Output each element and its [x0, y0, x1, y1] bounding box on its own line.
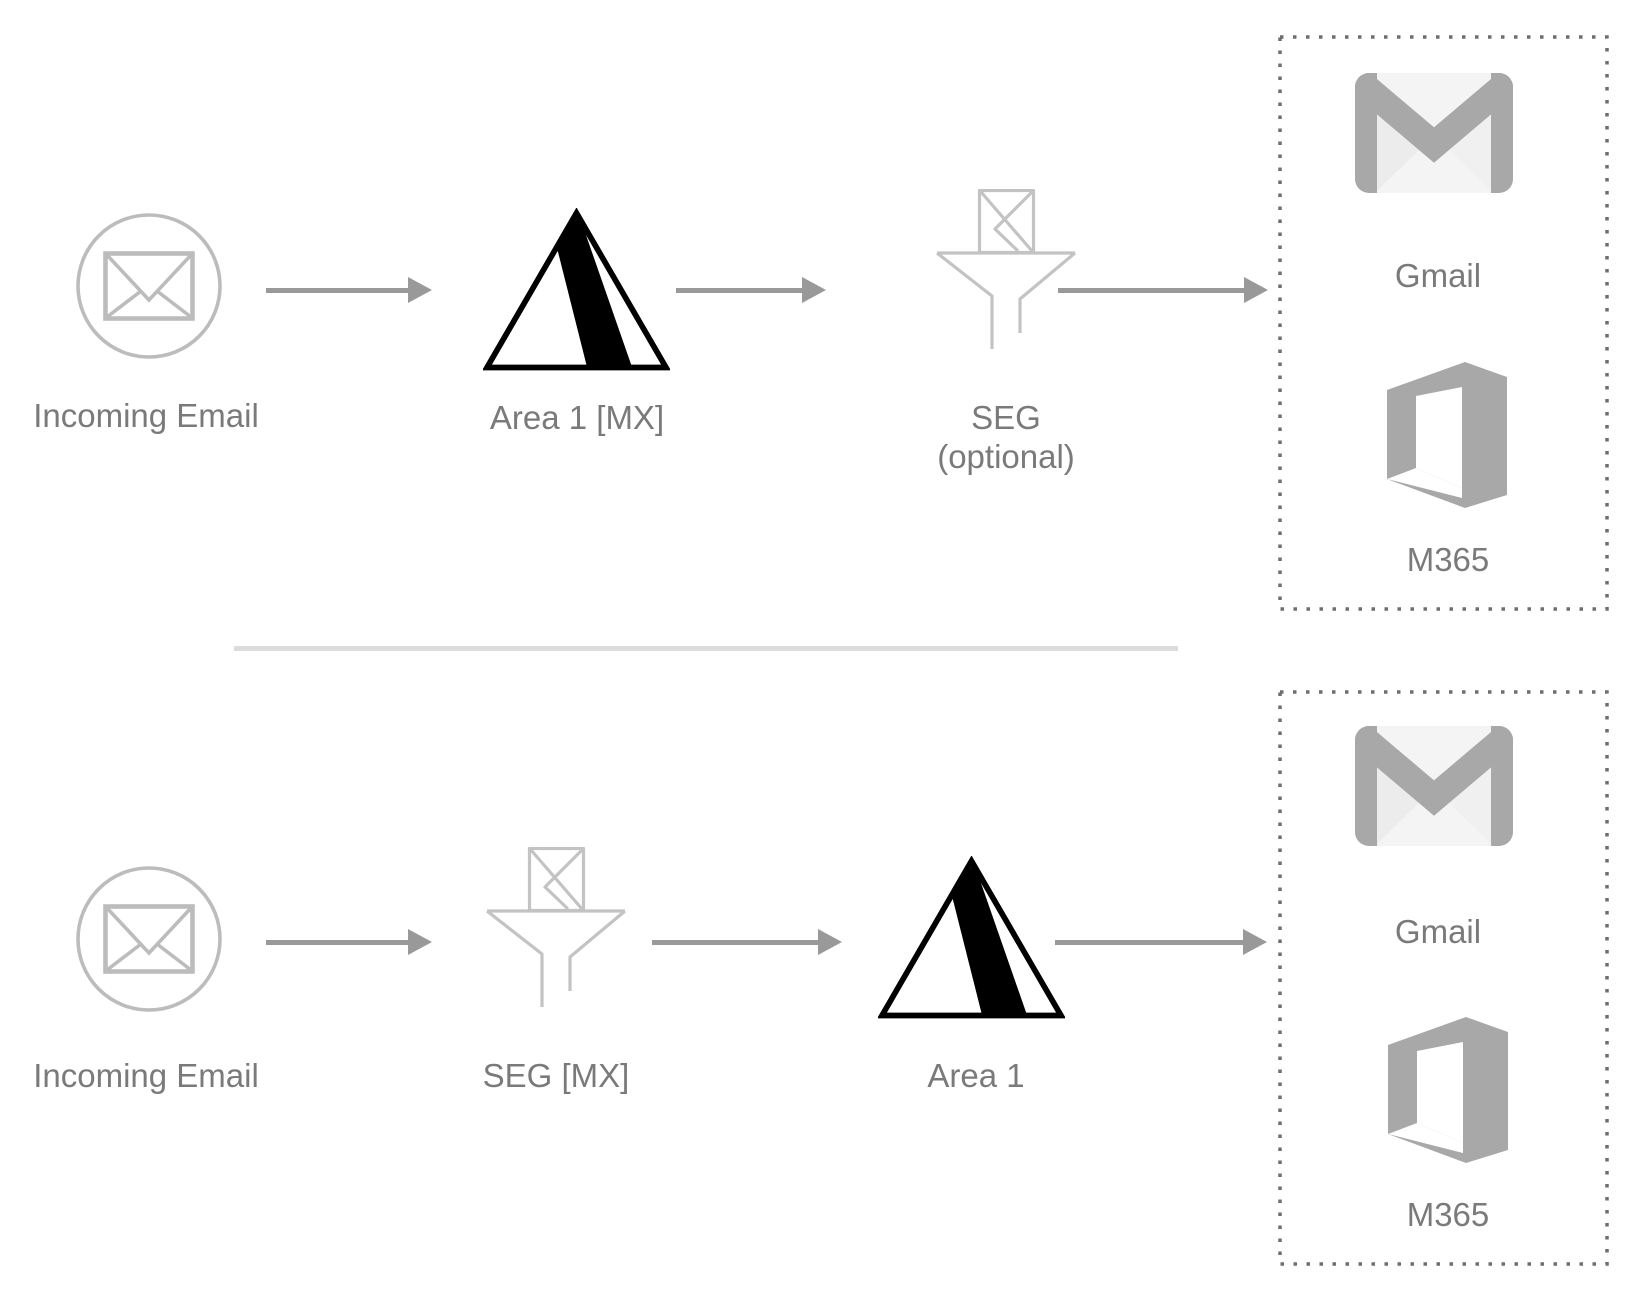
area1-logo-icon	[483, 208, 670, 371]
m365-icon	[1388, 1017, 1508, 1163]
seg-funnel-icon	[936, 189, 1076, 351]
incoming-email-icon	[74, 211, 224, 361]
seg-optional-label: SEG (optional)	[866, 398, 1146, 476]
seg-mx-label: SEG [MX]	[482, 1057, 630, 1094]
m365-label: M365	[1406, 541, 1490, 578]
area1-logo-icon	[878, 856, 1065, 1019]
gmail-label: Gmail	[1394, 913, 1482, 950]
m365-label: M365	[1406, 1196, 1490, 1233]
arrow-right-icon	[266, 277, 432, 303]
arrow-right-icon	[1055, 929, 1267, 955]
arrow-right-icon	[652, 929, 842, 955]
gmail-icon	[1355, 726, 1513, 846]
area1-label: Area 1	[927, 1057, 1025, 1094]
destination-group-box	[1278, 35, 1609, 611]
arrow-right-icon	[1058, 277, 1268, 303]
arrow-right-icon	[676, 277, 826, 303]
incoming-email-label: Incoming Email	[33, 397, 259, 434]
section-divider	[234, 646, 1178, 651]
m365-icon	[1387, 362, 1507, 508]
seg-label-line2: (optional)	[937, 438, 1075, 475]
incoming-email-icon	[74, 864, 224, 1014]
arrow-right-icon	[266, 929, 432, 955]
seg-label-line1: SEG	[971, 399, 1041, 436]
incoming-email-label: Incoming Email	[33, 1057, 259, 1094]
destination-group-box	[1278, 690, 1609, 1266]
area1-mx-label: Area 1 [MX]	[489, 399, 665, 436]
gmail-icon	[1355, 73, 1513, 193]
seg-funnel-icon	[486, 847, 626, 1009]
gmail-label: Gmail	[1394, 257, 1482, 294]
